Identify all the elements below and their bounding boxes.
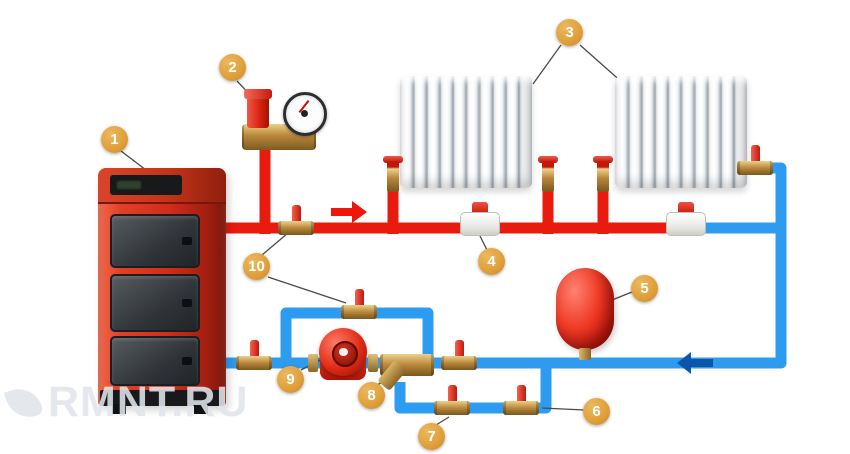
radiator2-inlet-valve — [591, 156, 615, 194]
boiler-leg — [194, 404, 208, 414]
circulation-pump — [308, 326, 378, 396]
pump-nameplate — [339, 348, 348, 356]
leader-line-7 — [435, 416, 450, 426]
supply-flow-arrow-icon — [331, 201, 367, 223]
boiler-loading-door — [110, 214, 200, 268]
fill-line-ball-valve — [434, 385, 470, 417]
radiator-left — [400, 76, 532, 188]
after-filter-ball-valve — [441, 340, 477, 372]
return-pipe-main — [218, 162, 787, 369]
watermark-text: RMNT.RU — [48, 378, 249, 426]
leader-line-1 — [120, 150, 147, 171]
badge-5: 5 — [631, 275, 658, 302]
fill-drain-pipe — [394, 366, 552, 414]
leader-line-10b — [267, 276, 347, 304]
balancing-valve-2 — [666, 202, 706, 238]
pump-union-left — [308, 354, 318, 372]
supply-ball-valve — [278, 205, 314, 237]
return-flow-arrow-icon — [677, 352, 713, 374]
expansion-tank — [556, 268, 614, 360]
boiler-base — [100, 390, 224, 406]
boiler-ash-door — [110, 336, 200, 386]
leader-line-5 — [611, 291, 633, 301]
pressure-relief-valve — [244, 89, 272, 128]
feather-logo-icon — [3, 382, 45, 423]
watermark: RMNT.RU — [3, 378, 249, 427]
radiator-right — [615, 76, 747, 188]
badge-7: 7 — [418, 423, 445, 450]
drain-line-ball-valve — [503, 385, 539, 417]
leader-line-10a — [261, 232, 289, 256]
badge-3: 3 — [556, 19, 583, 46]
door-handle — [182, 237, 192, 245]
leader-line-4 — [479, 235, 488, 251]
badge-10: 10 — [243, 253, 270, 280]
radiator1-outlet-valve — [536, 156, 560, 194]
pressure-gauge — [283, 92, 327, 136]
badge-8: 8 — [358, 382, 385, 409]
boiler-display — [116, 180, 142, 190]
balancing-valve-1 — [460, 202, 500, 238]
radiator2-outlet-valve — [737, 145, 773, 177]
door-handle — [182, 357, 192, 366]
leader-line-6 — [541, 407, 585, 411]
badge-1: 1 — [101, 126, 128, 153]
strainer-filter — [380, 346, 434, 394]
boiler-return-ball-valve — [236, 340, 272, 372]
door-handle — [182, 298, 192, 307]
bypass-ball-valve — [341, 289, 377, 321]
badge-6: 6 — [583, 398, 610, 425]
boiler-control-panel — [110, 175, 182, 195]
leader-line-3a — [532, 44, 562, 85]
badge-9: 9 — [277, 366, 304, 393]
radiator1-inlet-valve — [381, 156, 405, 194]
badge-2: 2 — [219, 54, 246, 81]
boiler-leg — [112, 404, 126, 414]
badge-4: 4 — [478, 248, 505, 275]
boiler-middle-door — [110, 274, 200, 332]
pump-union-right — [368, 354, 378, 372]
solid-fuel-boiler — [98, 168, 226, 414]
